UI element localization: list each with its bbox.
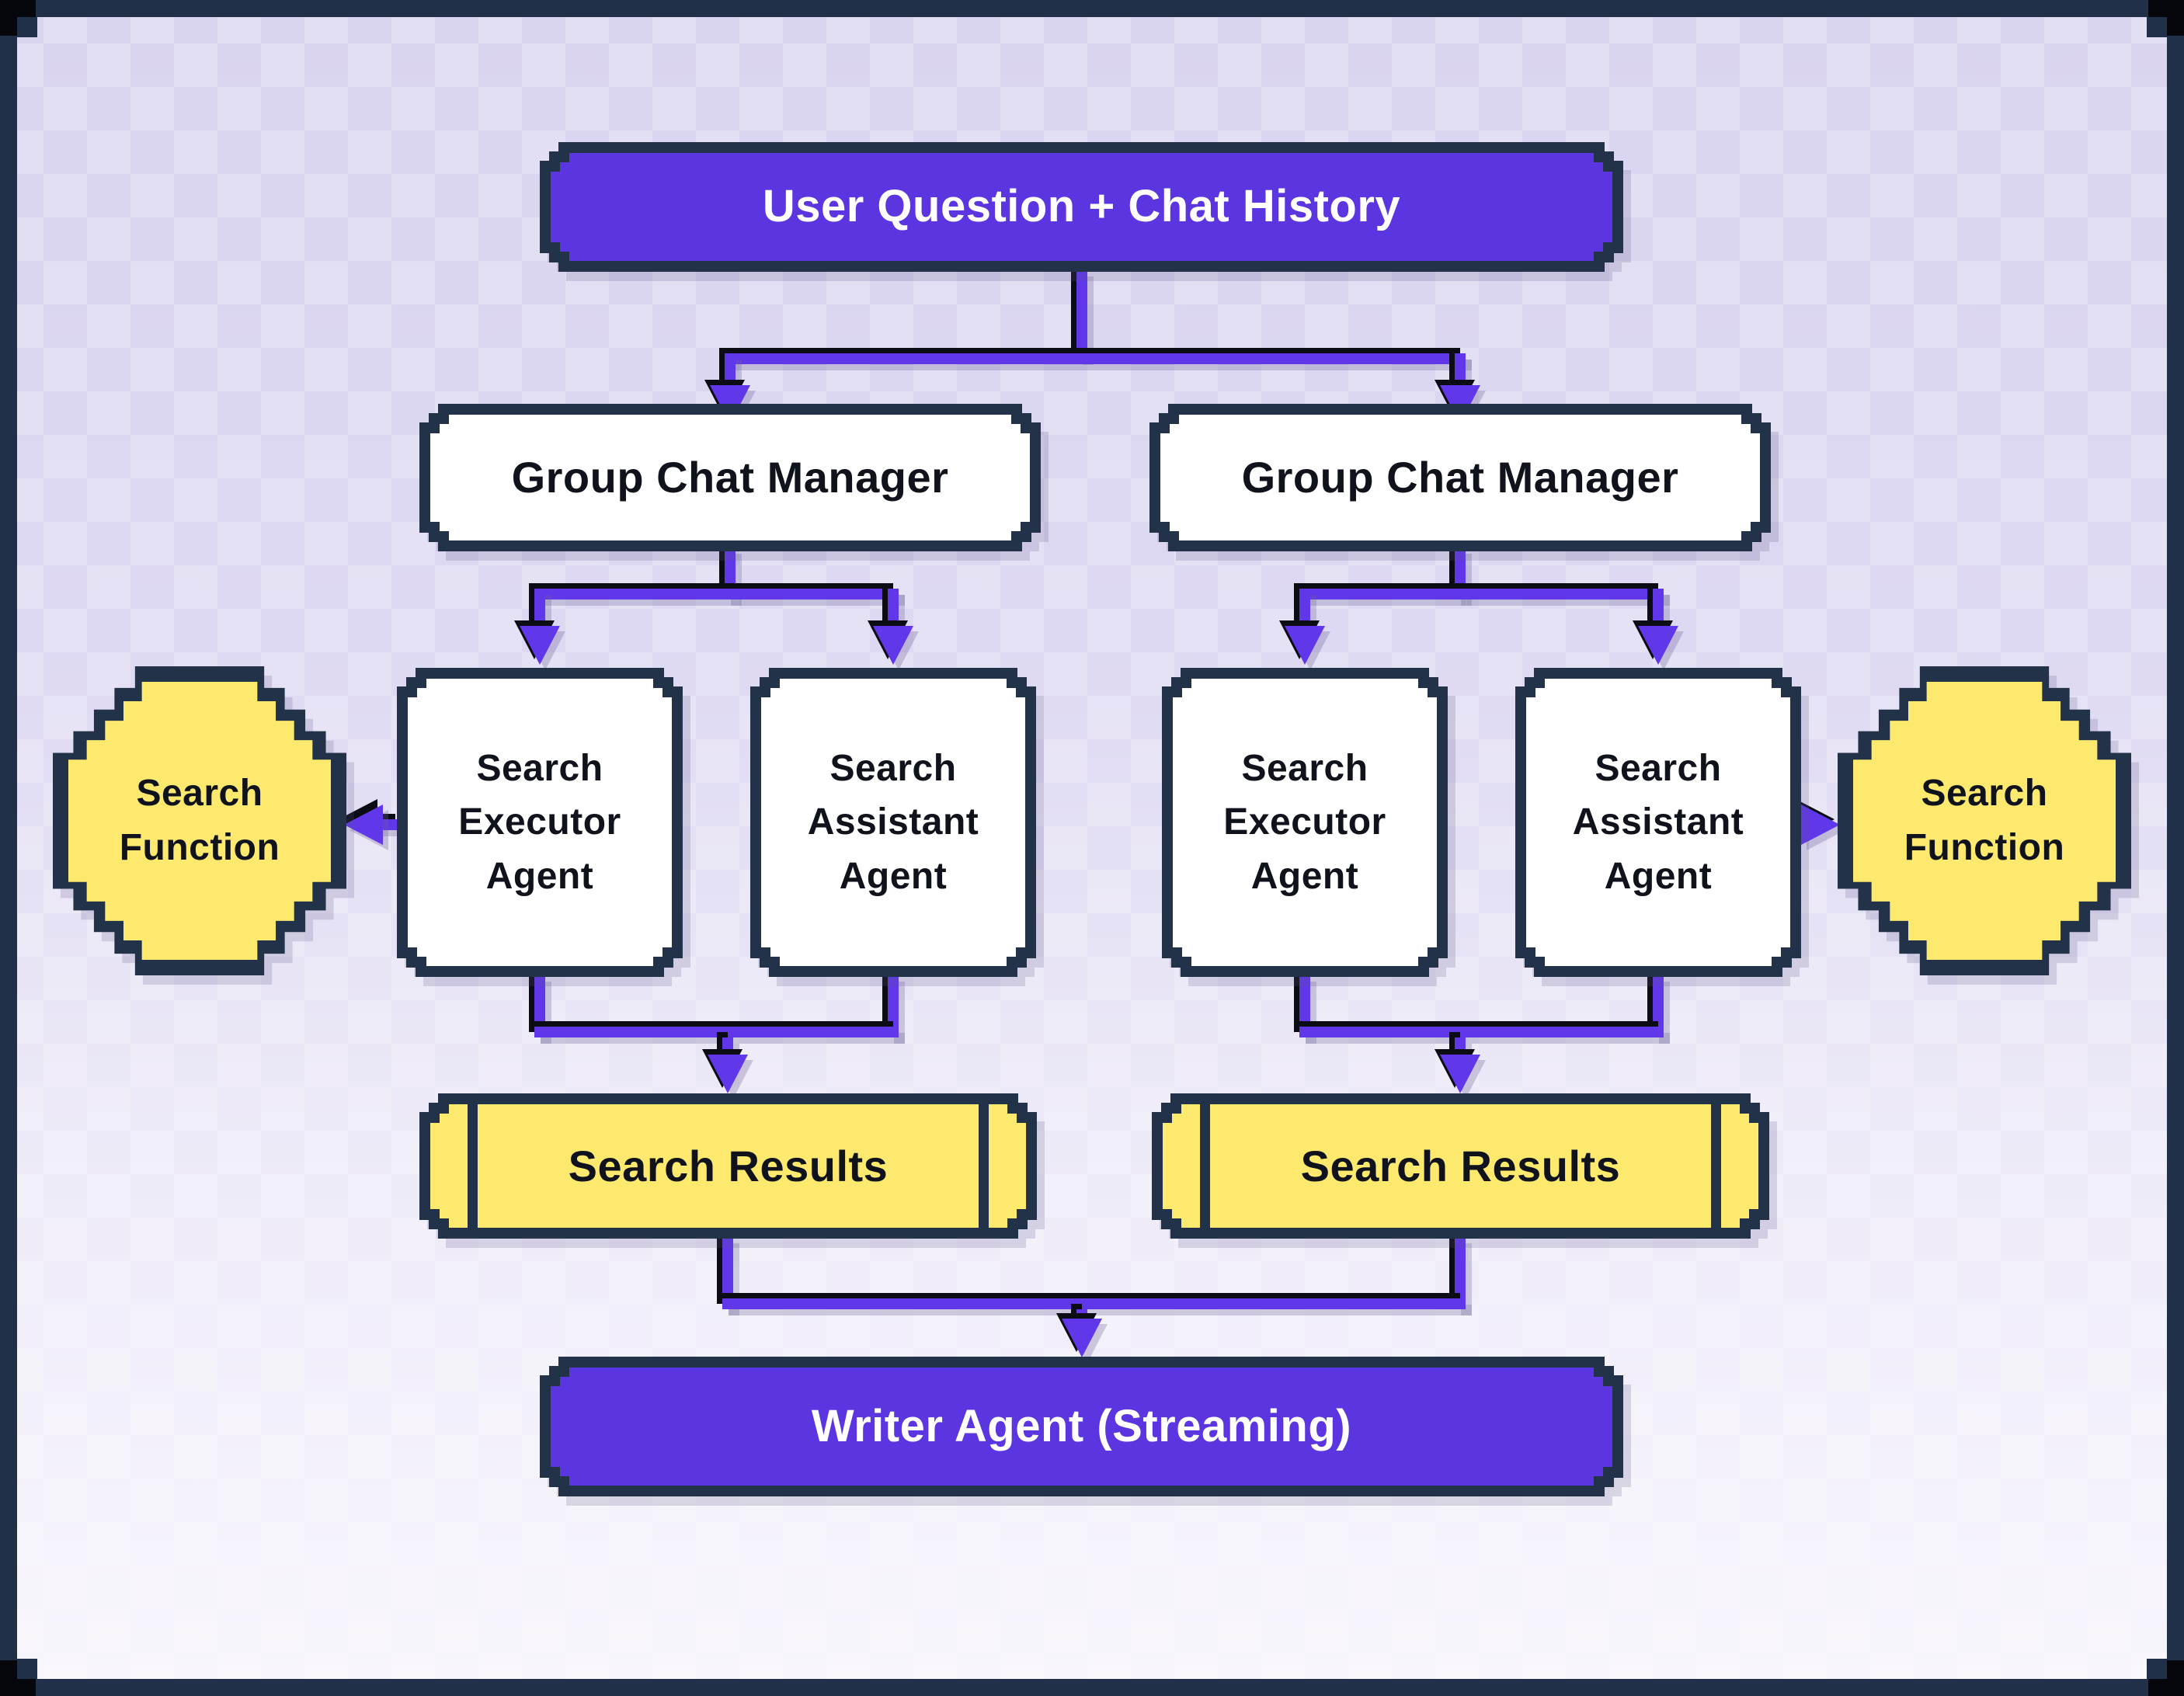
frame-corner-step bbox=[2147, 1659, 2167, 1679]
node-group-chat-manager-right: Group Chat Manager bbox=[1149, 404, 1771, 551]
node-writer-agent-label: Writer Agent (Streaming) bbox=[811, 1400, 1352, 1451]
node-writer-agent: Writer Agent (Streaming) bbox=[540, 1357, 1623, 1496]
node-assistant-left-label: Search Assistant Agent bbox=[807, 747, 979, 897]
node-fill bbox=[551, 153, 1612, 261]
edge-gcml-split-bar bbox=[534, 589, 899, 600]
node-search-function-right: Search Function bbox=[1838, 666, 2139, 985]
node-fill bbox=[1853, 682, 2116, 960]
arrowhead-to-function-right bbox=[1796, 799, 1845, 850]
endcap-divider-right bbox=[979, 1104, 989, 1228]
node-executor-left-label: Search Executor Agent bbox=[458, 747, 621, 897]
node-user-question-label: User Question + Chat History bbox=[762, 181, 1401, 232]
node-fill bbox=[430, 1104, 1026, 1228]
arrowhead-to-results-right bbox=[1435, 1049, 1486, 1099]
endcap-divider-left bbox=[468, 1104, 478, 1228]
arrowhead-to-assistant-left bbox=[868, 620, 919, 670]
edge-uq-split-stem bbox=[1076, 270, 1087, 359]
edge-gcmr-exec-drop bbox=[1299, 589, 1310, 629]
edge-gcmr-asst-drop bbox=[1653, 589, 1664, 629]
endcap-divider-right bbox=[1711, 1104, 1721, 1228]
edge-asstr-down bbox=[1653, 975, 1664, 1037]
node-fill bbox=[1163, 1104, 1758, 1228]
frame-corner-step bbox=[17, 1659, 37, 1679]
node-search-assistant-left: Search Assistant Agent bbox=[750, 668, 1036, 977]
node-search-executor-right: Search Executor Agent bbox=[1162, 668, 1448, 977]
node-fill bbox=[761, 679, 1025, 966]
edge-gcmr-stem bbox=[1455, 547, 1466, 600]
node-fill bbox=[1160, 415, 1760, 540]
node-search-executor-left: Search Executor Agent bbox=[397, 668, 683, 977]
node-fill bbox=[551, 1368, 1612, 1486]
node-assistant-right-label: Search Assistant Agent bbox=[1572, 747, 1744, 897]
endcap-divider-left bbox=[1200, 1104, 1210, 1228]
frame-corner-step bbox=[17, 17, 37, 37]
arrowhead-to-assistant-right bbox=[1633, 620, 1684, 670]
node-user-question: User Question + Chat History bbox=[540, 142, 1623, 272]
edge-srl-down bbox=[722, 1237, 733, 1309]
arrowhead-to-executor-left bbox=[514, 620, 565, 670]
node-gcm-left-label: Group Chat Manager bbox=[511, 453, 949, 502]
edge-gcml-stem bbox=[725, 547, 736, 600]
edge-execl-down bbox=[534, 975, 545, 1037]
node-search-results-left: Search Results bbox=[419, 1093, 1037, 1239]
edge-merge-right-bar bbox=[1299, 1027, 1664, 1037]
edge-gcml-asst-drop bbox=[888, 589, 899, 629]
node-function-left-label: Search Function bbox=[119, 773, 280, 868]
frame-corner-step bbox=[2147, 17, 2167, 37]
node-search-assistant-right: Search Assistant Agent bbox=[1515, 668, 1801, 977]
node-fill bbox=[68, 682, 331, 960]
edge-merge-left-bar bbox=[534, 1027, 899, 1037]
arrowhead-to-writer bbox=[1056, 1313, 1108, 1363]
edge-gcml-exec-drop bbox=[534, 589, 545, 629]
arrowhead-to-results-left bbox=[702, 1049, 753, 1099]
node-fill bbox=[1526, 679, 1790, 966]
edge-gcmr-split-bar bbox=[1299, 589, 1664, 600]
node-search-function-left: Search Function bbox=[53, 666, 354, 985]
node-fill bbox=[408, 679, 672, 966]
node-fill bbox=[430, 415, 1030, 540]
node-group-chat-manager-left: Group Chat Manager bbox=[419, 404, 1041, 551]
node-executor-right-label: Search Executor Agent bbox=[1223, 747, 1386, 897]
edge-execr-down bbox=[1299, 975, 1310, 1037]
node-fill bbox=[1173, 679, 1437, 966]
arrowhead-to-function-left bbox=[339, 799, 388, 850]
node-gcm-right-label: Group Chat Manager bbox=[1241, 453, 1679, 502]
edge-uq-split-bar bbox=[725, 353, 1466, 364]
edge-srr-down bbox=[1455, 1237, 1466, 1309]
edge-asstl-down bbox=[888, 975, 899, 1037]
node-results-right-label: Search Results bbox=[1300, 1141, 1621, 1190]
node-results-left-label: Search Results bbox=[568, 1141, 889, 1190]
node-function-right-label: Search Function bbox=[1904, 773, 2065, 868]
edge-writer-merge-bar bbox=[722, 1298, 1466, 1309]
arrowhead-to-executor-right bbox=[1279, 620, 1330, 670]
node-search-results-right: Search Results bbox=[1152, 1093, 1769, 1239]
